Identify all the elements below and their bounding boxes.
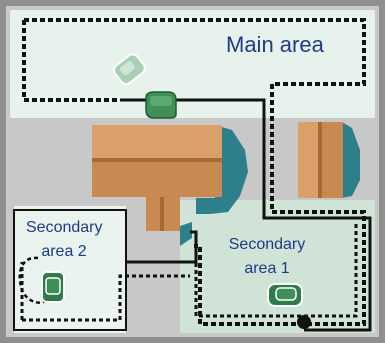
robot-mower-icon <box>41 271 65 303</box>
boundary-wire-secondary-area-1 <box>194 222 358 318</box>
secondary-area-1-label-line1: Secondary <box>228 236 306 253</box>
robot-mower-ghost-icon <box>113 53 146 86</box>
shed-shadow <box>342 122 360 198</box>
secondary-area-2-border <box>13 209 127 331</box>
secondary-area-2-label-line1: Secondary <box>26 219 103 236</box>
house-wing-ridge <box>160 197 164 231</box>
boundary-wire-main-area <box>24 18 366 326</box>
house-ridge <box>92 158 222 162</box>
robot-mower-icon <box>267 283 303 307</box>
boundary-wire-main-left <box>22 20 120 102</box>
guide-wire <box>120 98 372 332</box>
wire-junction-icon <box>297 315 311 329</box>
secondary-area-1-label: Secondary area 1 <box>228 233 306 281</box>
secondary-area-2-label: Secondary area 2 <box>26 216 103 264</box>
secondary-area-1-lawn <box>180 200 375 333</box>
shed-ridge <box>318 122 322 198</box>
charging-station-icon <box>145 91 177 119</box>
secondary-area-2-loop <box>18 256 50 304</box>
shed-roof-right <box>320 122 343 198</box>
house-shadow-left-wing <box>180 222 192 246</box>
secondary-area-2-label-line2: area 2 <box>41 243 87 260</box>
guide-wire-to-area-2 <box>126 230 198 264</box>
secondary-area-2-lawn <box>14 206 126 333</box>
house-roof-top-half <box>92 125 222 160</box>
secondary-area-1-label-line2: area 1 <box>244 260 290 277</box>
boundary-wire-secondary-area-2 <box>22 274 190 322</box>
main-area-label: Main area <box>226 32 324 57</box>
